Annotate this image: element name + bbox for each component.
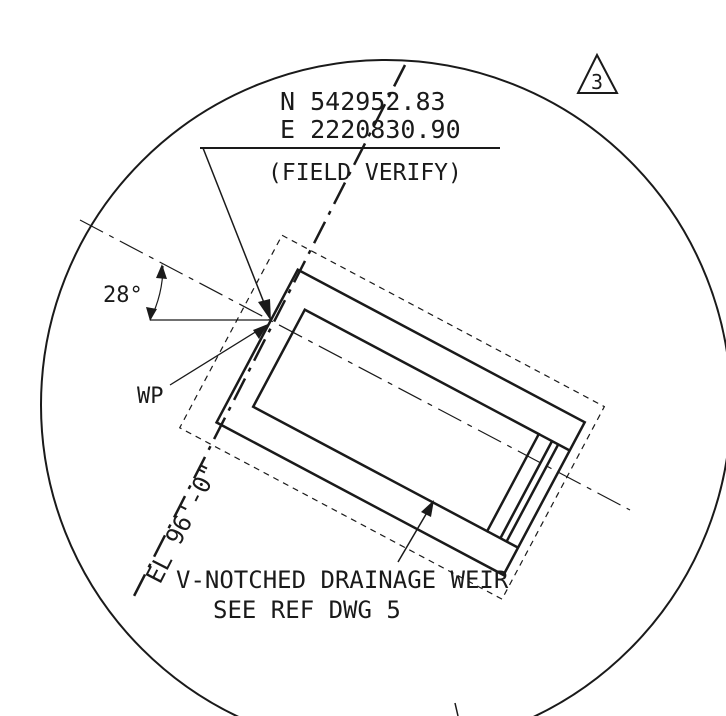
work-point-arrow-icon bbox=[253, 324, 268, 339]
angle-arrow-bottom-icon bbox=[146, 307, 157, 321]
work-point: WP bbox=[137, 324, 268, 409]
circle-tick-mark bbox=[454, 702, 459, 716]
revision-triangle-icon bbox=[576, 52, 619, 94]
coordinate-leader bbox=[202, 147, 271, 321]
northing-label: N 542952.83 bbox=[280, 87, 446, 116]
weir-axis-centerline bbox=[79, 219, 631, 511]
callout-title: V-NOTCHED DRAINAGE WEIR bbox=[176, 566, 509, 594]
field-verify-note: (FIELD VERIFY) bbox=[268, 160, 462, 186]
weir-envelope-dashed bbox=[178, 234, 606, 600]
detail-boundary-circle bbox=[40, 59, 726, 716]
work-point-label: WP bbox=[137, 384, 164, 409]
weir-outer-wall bbox=[214, 267, 587, 577]
callout-reference: SEE REF DWG 5 bbox=[213, 596, 401, 624]
leader-arrow-icon bbox=[258, 299, 271, 321]
coordinate-block: N 542952.83 E 2220830.90 (FIELD VERIFY) bbox=[200, 87, 500, 186]
angle-dimension: 28° bbox=[103, 264, 167, 321]
weir-plate-line bbox=[505, 443, 560, 543]
weir-plate-line bbox=[538, 432, 571, 452]
wall-centerline bbox=[130, 64, 407, 601]
weir-inner-basin bbox=[251, 307, 541, 533]
callout-arrow-icon bbox=[421, 500, 434, 517]
revision-marker: 3 bbox=[576, 52, 619, 94]
weir-structure bbox=[178, 234, 606, 600]
weir-callout: V-NOTCHED DRAINAGE WEIR SEE REF DWG 5 bbox=[176, 566, 509, 624]
weir-plate-line bbox=[499, 440, 554, 539]
revision-number: 3 bbox=[591, 70, 603, 94]
angle-label: 28° bbox=[103, 283, 143, 308]
callout-leader bbox=[397, 500, 434, 563]
weir-plate-line bbox=[486, 530, 519, 549]
easting-label: E 2220830.90 bbox=[280, 115, 461, 144]
angle-arrow-top-icon bbox=[156, 264, 167, 279]
